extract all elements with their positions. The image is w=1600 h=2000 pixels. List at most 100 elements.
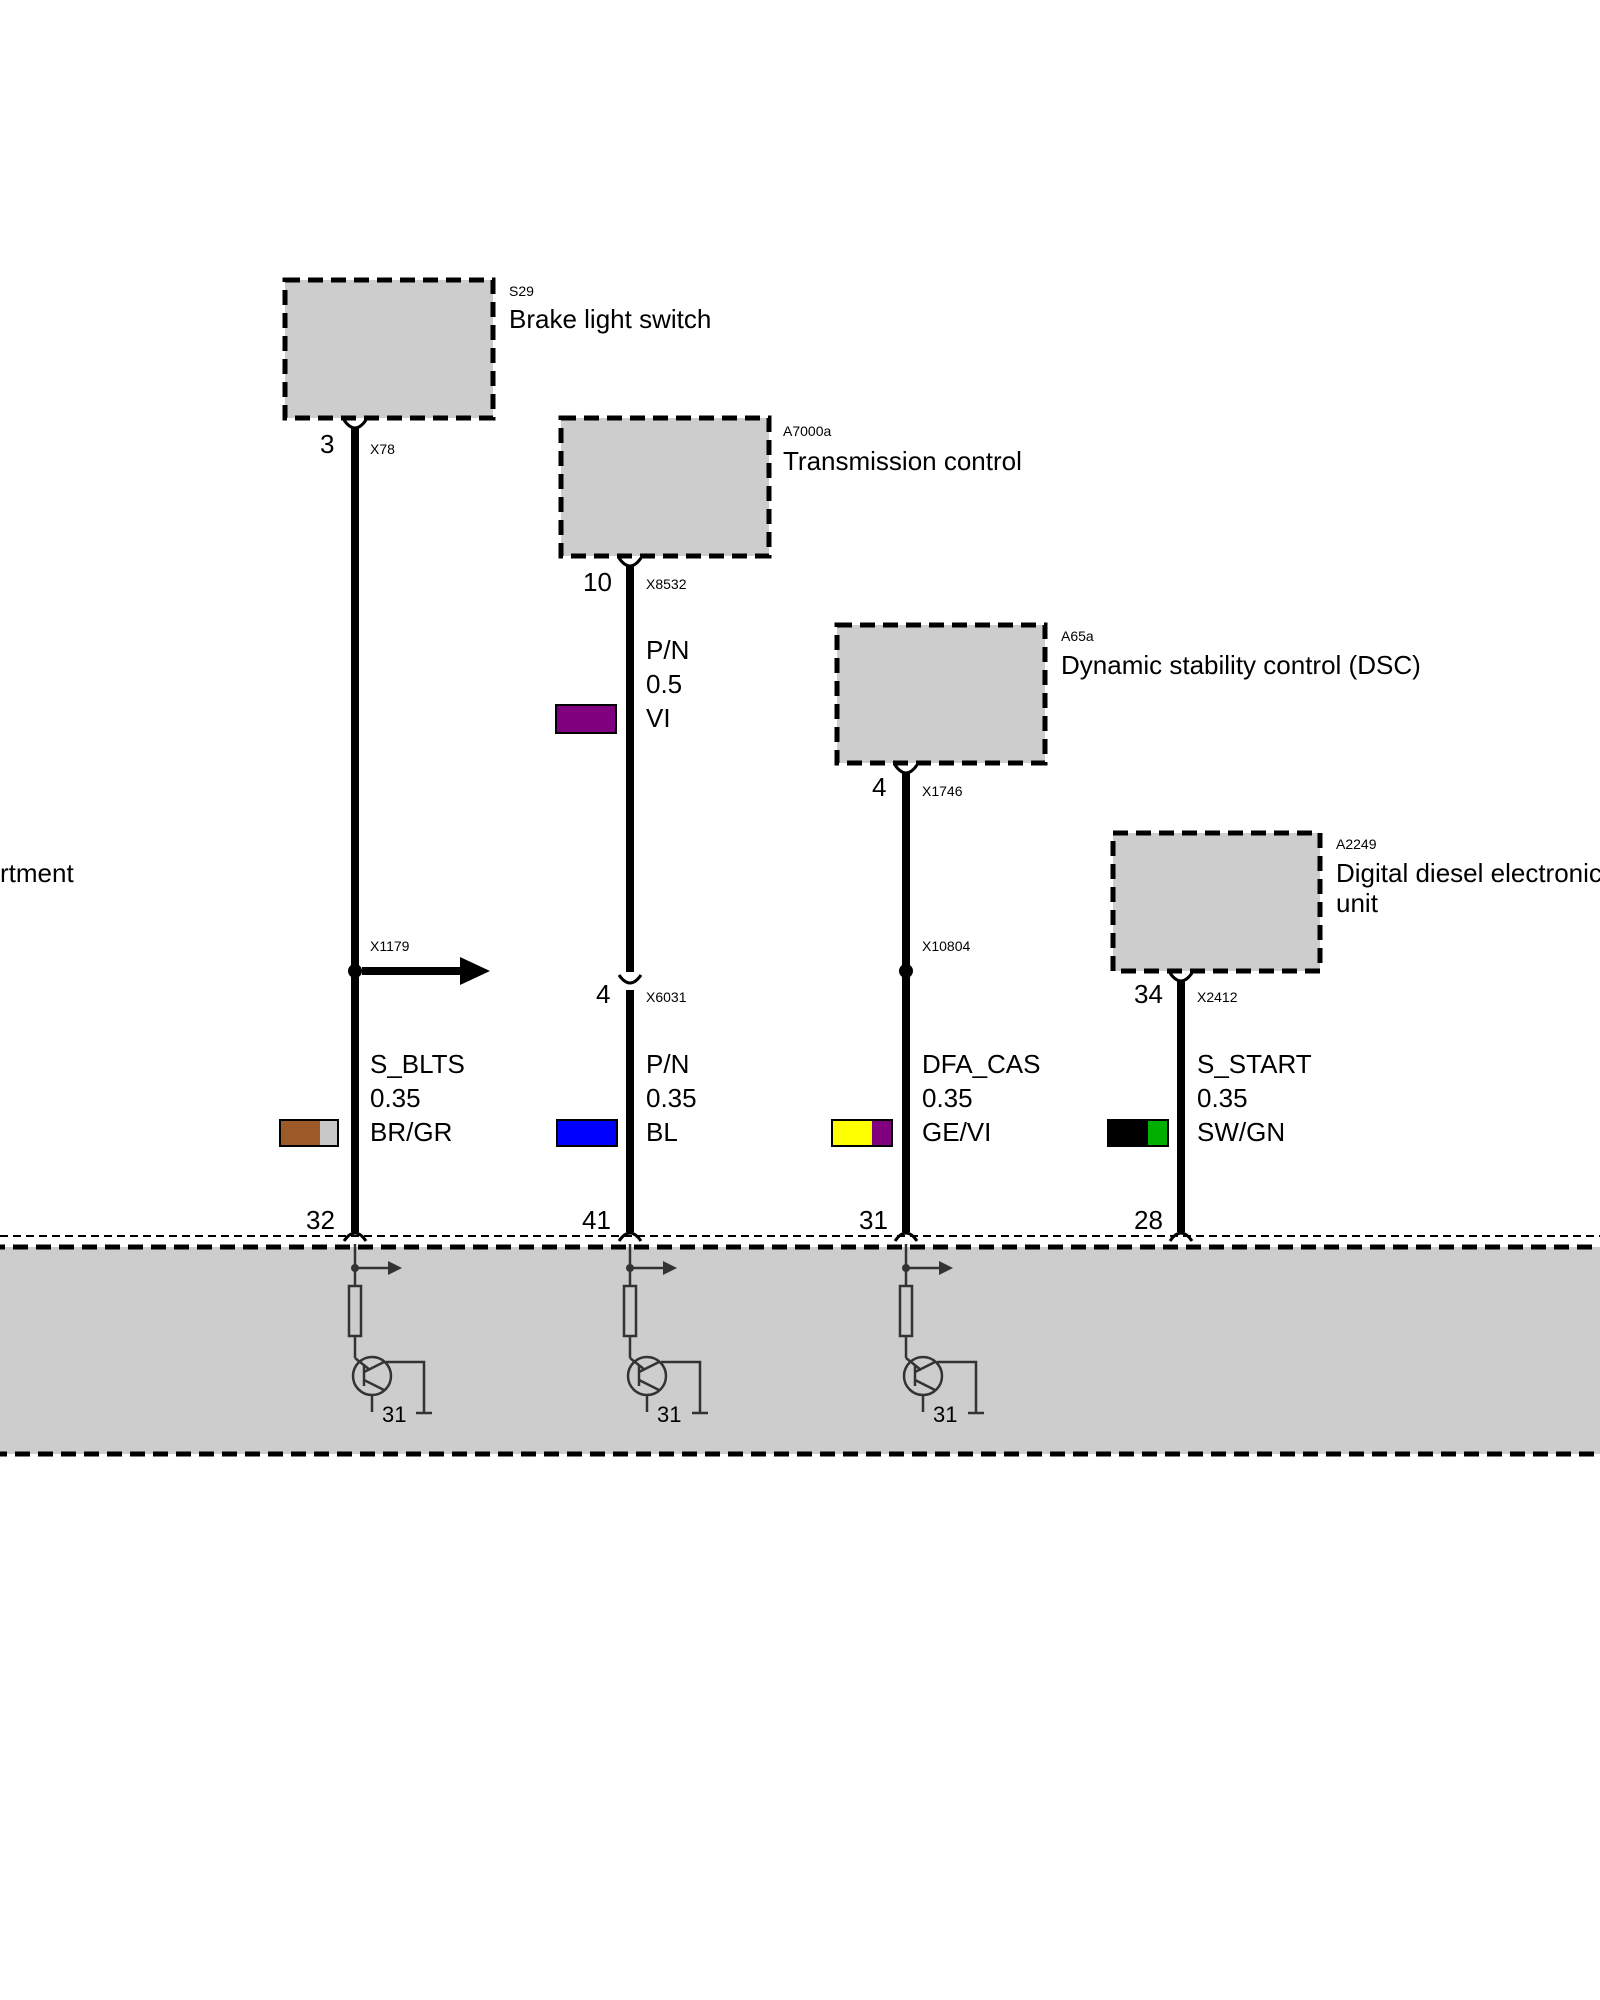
connector-symbol-x1746 — [893, 764, 919, 775]
wire-color-code-p-n-upper: VI — [646, 703, 671, 733]
wire-color-swatch-border-s-blts — [279, 1119, 339, 1147]
wire-gauge-s-blts: 0.35 — [370, 1083, 421, 1113]
bottom-pin-2: 41 — [582, 1205, 611, 1235]
transistor-emitter-2 — [638, 1378, 660, 1392]
signal-arrow-icon-2 — [663, 1261, 677, 1275]
splice-name-x10804: X10804 — [922, 938, 970, 954]
connector-pin-x1746: 4 — [872, 772, 886, 802]
splice-dot-x10804 — [899, 964, 913, 978]
component-name-s29: Brake light switch — [509, 304, 711, 334]
wire-dfa-cas: 4 X1746 X10804 DFA_CAS 0.35 GE/VI 31 — [831, 764, 1041, 1242]
component-id-s29: S29 — [509, 283, 534, 299]
component-box-a2249 — [1110, 830, 1323, 974]
transistor-base-1 — [354, 1357, 371, 1371]
connector-symbol-bottom-3 — [893, 1231, 919, 1242]
bottom-pin-1: 32 — [306, 1205, 335, 1235]
wire-p-n: 10 X8532 P/N 0.5 VI 4 X6031 P/N 0.35 BL … — [555, 557, 697, 1242]
component-id-a65a: A65a — [1061, 628, 1094, 644]
transistor-collector-3 — [914, 1360, 936, 1374]
connector-symbol-x2412 — [1168, 972, 1194, 983]
ground-label-2: 31 — [657, 1402, 681, 1427]
transistor-base-3 — [905, 1357, 922, 1371]
wire-color-swatch-s-blts-1 — [280, 1120, 320, 1146]
connector-symbol-x8532 — [617, 557, 643, 568]
component-a2249: A2249 Digital diesel electronic unit — [1110, 830, 1600, 974]
component-name-a7000a: Transmission control — [783, 446, 1022, 476]
transistor-collector-2 — [638, 1360, 660, 1374]
component-a65a: A65a Dynamic stability control (DSC) — [834, 622, 1421, 766]
wire-gauge-p-n-upper: 0.5 — [646, 669, 682, 699]
wire-color-swatch-dfa-cas-2 — [872, 1120, 892, 1146]
wire-color-code-p-n-lower: BL — [646, 1117, 678, 1147]
wire-color-swatch-border-s-start — [1107, 1119, 1169, 1147]
wire-color-swatch-p-n-upper — [556, 705, 616, 733]
wire-gauge-p-n-lower: 0.35 — [646, 1083, 697, 1113]
wire-color-code-s-start: SW/GN — [1197, 1117, 1285, 1147]
continuation-arrow-icon — [460, 957, 490, 985]
wire-s-start: 34 X2412 S_START 0.35 SW/GN 28 — [1107, 972, 1312, 1242]
component-id-a2249: A2249 — [1336, 836, 1377, 852]
ground-wire-1 — [386, 1360, 426, 1412]
internal-circuit-1: 31 — [347, 1244, 432, 1427]
wire-color-code-s-blts: BR/GR — [370, 1117, 452, 1147]
component-box-s29 — [282, 277, 496, 421]
partial-component-label: rtment — [0, 858, 74, 888]
ground-wire-2 — [661, 1360, 702, 1412]
wire-color-swatch-border-p-n-upper — [555, 704, 617, 734]
connector-name-x8532: X8532 — [646, 576, 687, 592]
wire-color-swatch-dfa-cas-1 — [832, 1120, 872, 1146]
connector-name-x78: X78 — [370, 441, 395, 457]
splice-dot-x1179 — [348, 964, 362, 978]
wire-color-swatch-border-dfa-cas — [831, 1119, 893, 1147]
wire-gauge-s-start: 0.35 — [1197, 1083, 1248, 1113]
signal-arrow-icon-1 — [388, 1261, 402, 1275]
connector-pin-x78: 3 — [320, 429, 334, 459]
transistor-emitter-1 — [363, 1378, 385, 1392]
connector-symbol-bottom-4 — [1168, 1231, 1194, 1242]
component-name-a65a: Dynamic stability control (DSC) — [1061, 650, 1421, 680]
wire-color-swatch-border-p-n-lower — [556, 1119, 618, 1147]
wire-signal-s-blts: S_BLTS — [370, 1049, 465, 1079]
transistor-emitter-3 — [914, 1378, 936, 1392]
wire-signal-dfa-cas: DFA_CAS — [922, 1049, 1041, 1079]
transistor-collector-1 — [363, 1360, 385, 1374]
component-name-a2249-line2: unit — [1336, 888, 1379, 918]
internal-circuit-2: 31 — [622, 1244, 708, 1427]
ground-label-3: 31 — [933, 1402, 957, 1427]
connector-symbol-x78 — [342, 419, 368, 430]
internal-circuit-3: 31 — [898, 1244, 984, 1427]
wire-signal-p-n-lower: P/N — [646, 1049, 689, 1079]
connector-symbol-x6031 — [617, 974, 643, 985]
signal-arrow-icon-3 — [939, 1261, 953, 1275]
wire-color-swatch-s-start-1 — [1108, 1120, 1148, 1146]
control-unit-box — [0, 1244, 1600, 1457]
component-box-a7000a — [558, 415, 772, 559]
ground-label-1: 31 — [382, 1402, 406, 1427]
connector-symbol-bottom-2 — [617, 1231, 643, 1242]
connector-pin-x2412: 34 — [1134, 979, 1163, 1009]
wire-color-code-dfa-cas: GE/VI — [922, 1117, 991, 1147]
wire-color-swatch-s-start-2 — [1148, 1120, 1168, 1146]
bottom-pin-3: 31 — [859, 1205, 888, 1235]
splice-name-x1179: X1179 — [370, 938, 410, 954]
component-name-a2249-line1: Digital diesel electronic — [1336, 858, 1600, 888]
component-a7000a: A7000a Transmission control — [558, 415, 1022, 559]
connector-symbol-bottom-1 — [342, 1231, 368, 1242]
wire-s-blts: 3 X78 X1179 S_BLTS 0.35 BR/GR 32 — [279, 419, 490, 1242]
component-id-a7000a: A7000a — [783, 423, 831, 439]
connector-name-x1746: X1746 — [922, 783, 963, 799]
connector-pin-x8532: 10 — [583, 567, 612, 597]
connector-name-x2412: X2412 — [1197, 989, 1238, 1005]
wire-color-swatch-s-blts-2 — [320, 1120, 338, 1146]
bottom-pin-4: 28 — [1134, 1205, 1163, 1235]
transistor-base-2 — [629, 1357, 646, 1371]
wire-signal-s-start: S_START — [1197, 1049, 1312, 1079]
component-s29: S29 Brake light switch — [282, 277, 711, 421]
wire-color-swatch-p-n-lower — [557, 1120, 617, 1146]
ground-wire-3 — [937, 1360, 978, 1412]
wire-signal-p-n-upper: P/N — [646, 635, 689, 665]
connector-pin-x6031: 4 — [596, 979, 610, 1009]
connector-name-x6031: X6031 — [646, 989, 687, 1005]
